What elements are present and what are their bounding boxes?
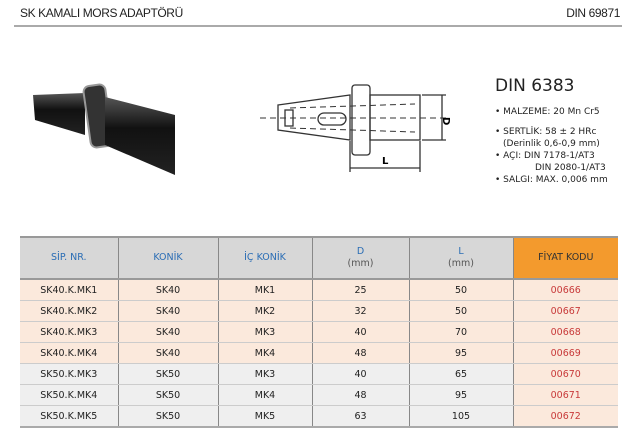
- spec-title: DIN 6383: [495, 76, 575, 96]
- technical-drawing: L D: [260, 84, 451, 172]
- table-header-row: SİP. NR. KONİK İÇ KONİK D(mm) L(mm) FİYA…: [20, 236, 618, 280]
- cell-d: 40: [311, 321, 409, 343]
- cell-order-no: SK40.K.MK1: [20, 279, 118, 301]
- cell-taper: SK50: [117, 405, 218, 428]
- cell-price-code: 00668: [512, 321, 618, 343]
- cell-inner-taper: MK1: [217, 279, 312, 301]
- spec-angle-2: DIN 2080-1/AT3: [535, 163, 606, 173]
- cell-order-no: SK50.K.MK3: [20, 363, 118, 385]
- cell-inner-taper: MK3: [217, 321, 312, 343]
- cell-price-code: 00667: [512, 300, 618, 322]
- cell-price-code: 00672: [512, 405, 618, 428]
- col-d-unit: (mm): [347, 258, 374, 269]
- cell-d: 48: [311, 384, 409, 406]
- cell-inner-taper: MK4: [217, 384, 312, 406]
- spec-panel: DIN 6383 • MALZEME: 20 Mn Cr5 • SERTLİK:…: [495, 76, 608, 186]
- cell-l: 95: [408, 384, 513, 406]
- spec-hardness: • SERTLİK: 58 ± 2 HRc: [495, 127, 597, 137]
- cell-d: 40: [311, 363, 409, 385]
- cell-l: 65: [408, 363, 513, 385]
- cell-order-no: SK40.K.MK4: [20, 342, 118, 364]
- cell-taper: SK50: [117, 363, 218, 385]
- cell-price-code: 00666: [512, 279, 618, 301]
- page-title: SK KAMALI MORS ADAPTÖRÜ: [20, 6, 183, 20]
- cell-order-no: SK50.K.MK4: [20, 384, 118, 406]
- cell-l: 70: [408, 321, 513, 343]
- spec-angle: • AÇI: DIN 7178-1/AT3: [495, 151, 595, 161]
- cell-order-no: SK50.K.MK5: [20, 405, 118, 428]
- cell-taper: SK40: [117, 342, 218, 364]
- col-inner-taper: İÇ KONİK: [217, 236, 312, 280]
- cell-price-code: 00669: [512, 342, 618, 364]
- spec-material: • MALZEME: 20 Mn Cr5: [495, 107, 600, 117]
- cell-d: 25: [311, 279, 409, 301]
- cell-d: 63: [311, 405, 409, 428]
- cell-inner-taper: MK5: [217, 405, 312, 428]
- spec-runout: • SALGI: MAX. 0,006 mm: [495, 175, 608, 185]
- product-table: SİP. NR. KONİK İÇ KONİK D(mm) L(mm) FİYA…: [20, 236, 618, 428]
- col-l: L(mm): [408, 236, 513, 280]
- col-price-code: FİYAT KODU: [512, 236, 618, 280]
- cell-taper: SK40: [117, 300, 218, 322]
- col-d: D(mm): [311, 236, 409, 280]
- col-order-no: SİP. NR.: [20, 236, 118, 280]
- standard-label: DIN 69871: [566, 6, 620, 20]
- col-l-label: L: [458, 246, 464, 257]
- cell-d: 32: [311, 300, 409, 322]
- header-divider: [14, 25, 622, 27]
- col-taper: KONİK: [117, 236, 218, 280]
- cell-l: 105: [408, 405, 513, 428]
- cell-order-no: SK40.K.MK3: [20, 321, 118, 343]
- cell-price-code: 00670: [512, 363, 618, 385]
- col-l-unit: (mm): [448, 258, 474, 269]
- dimension-l-label: L: [382, 156, 389, 167]
- cell-order-no: SK40.K.MK2: [20, 300, 118, 322]
- dimension-d-label: D: [440, 117, 451, 125]
- cell-price-code: 00671: [512, 384, 618, 406]
- cell-inner-taper: MK4: [217, 342, 312, 364]
- cell-d: 48: [311, 342, 409, 364]
- cell-taper: SK40: [117, 321, 218, 343]
- cell-taper: SK50: [117, 384, 218, 406]
- spec-depth: (Derinlik 0,6-0,9 mm): [503, 139, 600, 149]
- cell-inner-taper: MK3: [217, 363, 312, 385]
- product-photo: [33, 83, 175, 175]
- cell-l: 50: [408, 300, 513, 322]
- cell-l: 50: [408, 279, 513, 301]
- cell-l: 95: [408, 342, 513, 364]
- cell-inner-taper: MK2: [217, 300, 312, 322]
- cell-taper: SK40: [117, 279, 218, 301]
- col-d-label: D: [356, 246, 365, 257]
